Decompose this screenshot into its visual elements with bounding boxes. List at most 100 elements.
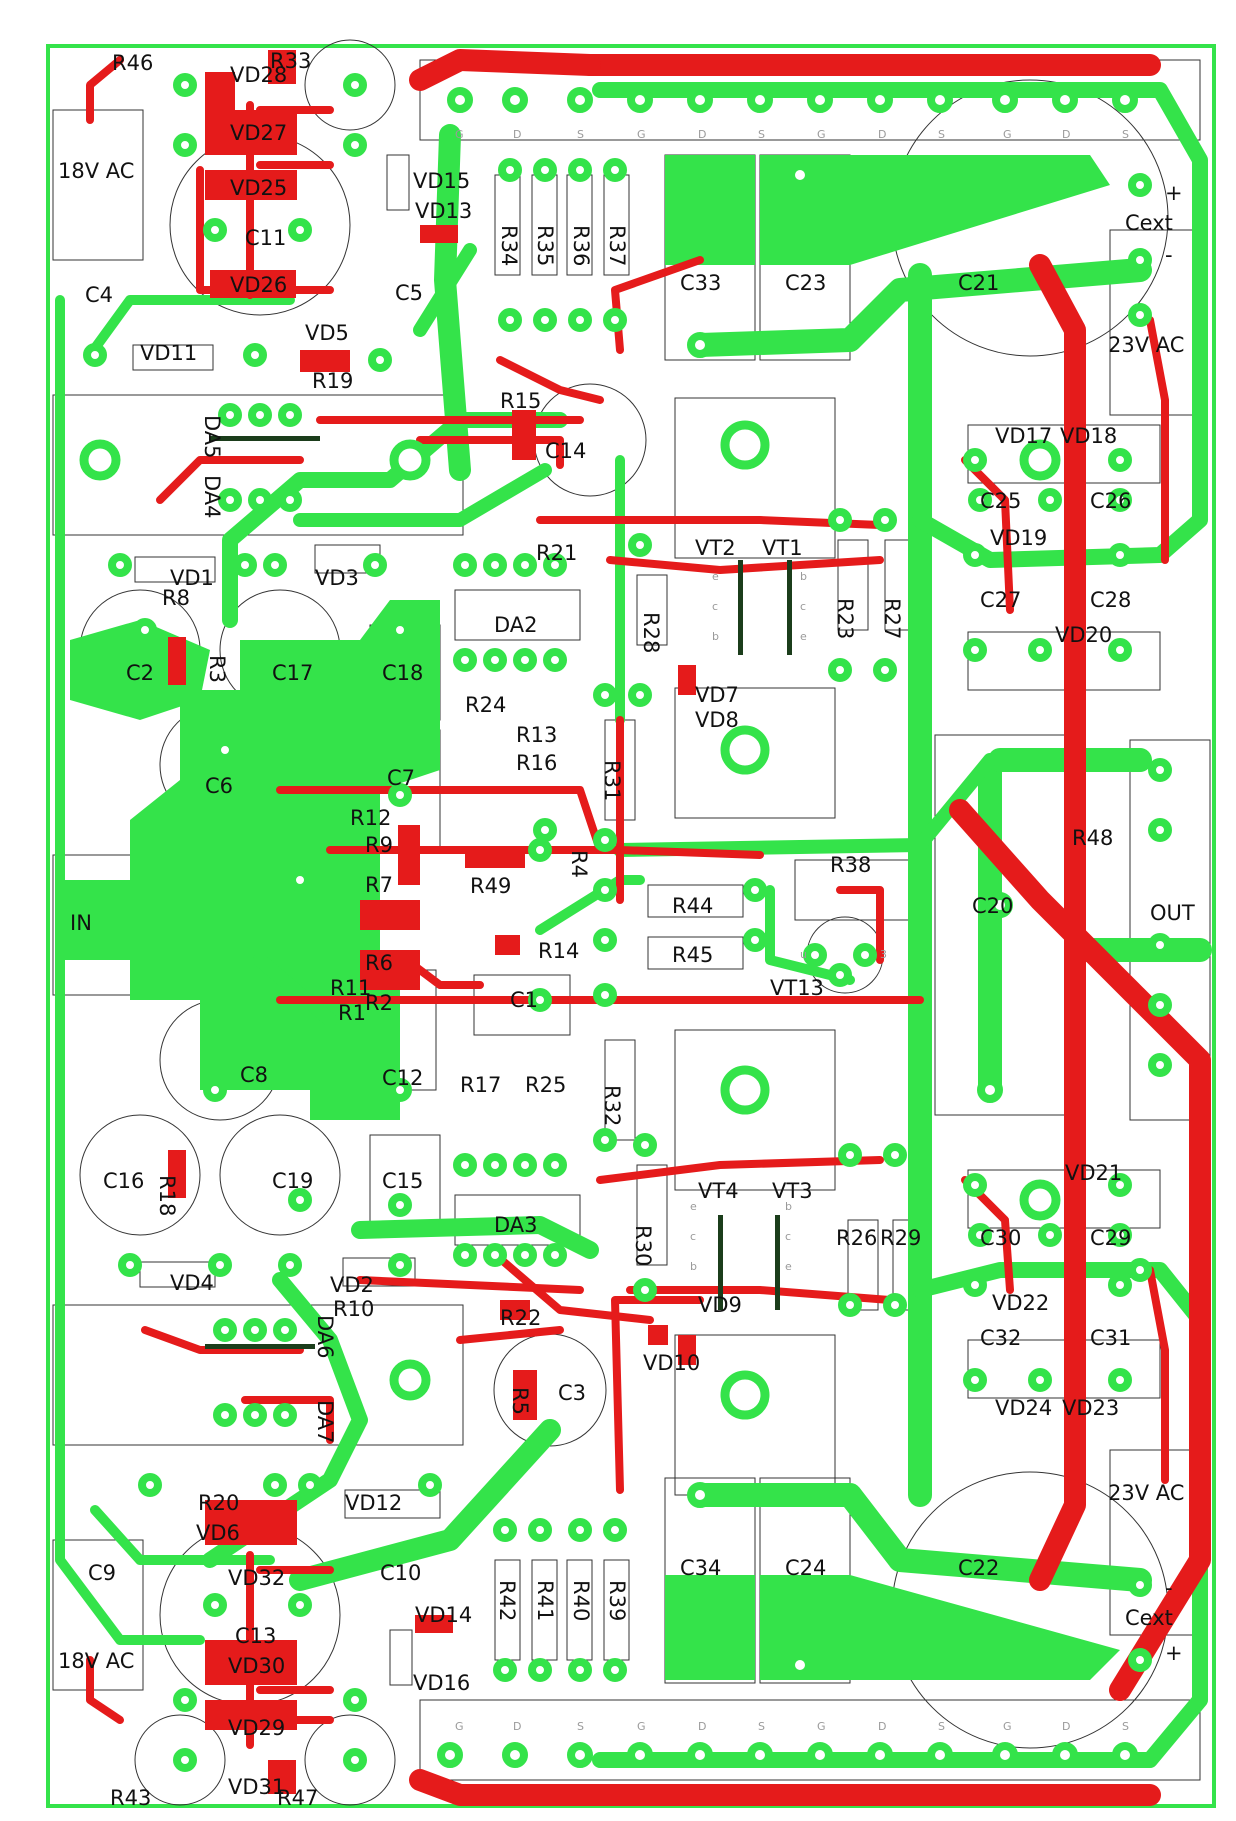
- vt3-pin-b: b: [785, 1200, 792, 1213]
- refdes-c5: C5: [395, 281, 423, 305]
- refdes-c17: C17: [272, 661, 313, 685]
- in-connector-label: IN: [70, 911, 92, 935]
- pin-d: D: [878, 1720, 886, 1733]
- refdes-c20: C20: [972, 894, 1013, 918]
- pin-s: S: [1122, 1720, 1129, 1733]
- pin-d: D: [698, 1720, 706, 1733]
- mount-hole: [720, 1370, 770, 1420]
- pin-s: S: [938, 128, 945, 141]
- refdes-r16: R16: [516, 751, 557, 775]
- refdes-r7: R7: [365, 873, 393, 897]
- refdes-c3: C3: [558, 1381, 586, 1405]
- refdes-r10: R10: [333, 1297, 374, 1321]
- refdes-r43: R43: [110, 1786, 151, 1810]
- refdes-r29: R29: [880, 1226, 921, 1250]
- refdes-c14: C14: [545, 439, 586, 463]
- refdes-vd2: VD2: [330, 1273, 374, 1297]
- refdes-vd3: VD3: [315, 566, 359, 590]
- cext-top-plus: +: [1165, 181, 1183, 205]
- refdes-r49: R49: [470, 874, 511, 898]
- refdes-r40: R40: [569, 1580, 593, 1621]
- refdes-da7: DA7: [313, 1400, 337, 1444]
- refdes-c24: C24: [785, 1556, 826, 1580]
- refdes-r5: R5: [508, 1387, 532, 1415]
- vt3-pin-c: c: [785, 1230, 791, 1243]
- refdes-r41: R41: [533, 1580, 557, 1621]
- refdes-r42: R42: [495, 1580, 519, 1621]
- refdes-c1: C1: [510, 988, 538, 1012]
- mount-hole: [389, 439, 431, 481]
- vt1-pin-b: b: [800, 570, 807, 583]
- pin-d: D: [698, 128, 706, 141]
- refdes-c12: C12: [382, 1066, 423, 1090]
- refdes-r26: R26: [836, 1226, 877, 1250]
- ac23-bottom-label: 23V AC: [1108, 1481, 1184, 1505]
- refdes-r14: R14: [538, 939, 579, 963]
- refdes-c27: C27: [980, 588, 1021, 612]
- refdes-r34: R34: [497, 225, 521, 266]
- refdes-vt2: VT2: [695, 536, 736, 560]
- refdes-r38: R38: [830, 853, 871, 877]
- refdes-c29: C29: [1090, 1226, 1131, 1250]
- refdes-c9: C9: [88, 1561, 116, 1585]
- pin-s: S: [577, 1720, 584, 1733]
- mount-hole: [720, 420, 770, 470]
- refdes-vd6: VD6: [196, 1521, 240, 1545]
- refdes-c28: C28: [1090, 588, 1131, 612]
- driver-pins: e c b b c e e c b b c e u 3: [690, 570, 887, 1273]
- refdes-c16: C16: [103, 1169, 144, 1193]
- refdes-r1: R1: [338, 1001, 366, 1025]
- refdes-c6: C6: [205, 774, 233, 798]
- refdes-r12: R12: [350, 806, 391, 830]
- refdes-c8: C8: [240, 1063, 268, 1087]
- pin-s: S: [938, 1720, 945, 1733]
- refdes-vd10: VD10: [643, 1351, 700, 1375]
- refdes-vd13: VD13: [415, 199, 472, 223]
- refdes-vd4: VD4: [170, 1271, 214, 1295]
- refdes-c10: C10: [380, 1561, 421, 1585]
- refdes-vd21: VD21: [1065, 1161, 1122, 1185]
- pin-g: G: [817, 128, 826, 141]
- refdes-r35: R35: [533, 225, 557, 266]
- refdes-vd12: VD12: [345, 1491, 402, 1515]
- refdes-vt3: VT3: [772, 1179, 813, 1203]
- refdes-r46: R46: [112, 51, 153, 75]
- pin-d: D: [513, 128, 521, 141]
- refdes-da6: DA6: [313, 1315, 337, 1359]
- mount-hole: [720, 1065, 770, 1115]
- refdes-r18: R18: [155, 1175, 179, 1216]
- pin-d: D: [878, 128, 886, 141]
- refdes-r22: R22: [500, 1306, 541, 1330]
- refdes-c13: C13: [235, 1624, 276, 1648]
- mount-hole: [1019, 1179, 1061, 1221]
- refdes-da5: DA5: [200, 415, 224, 459]
- refdes-c21: C21: [958, 271, 999, 295]
- refdes-r37: R37: [605, 225, 629, 266]
- refdes-r27: R27: [880, 598, 904, 639]
- connector-labels: IN OUT 18V AC 18V AC 23V AC 23V AC Cext …: [58, 159, 1195, 1673]
- pin-g: G: [455, 1720, 464, 1733]
- refdes-vd25: VD25: [230, 176, 287, 200]
- ac18-bottom-label: 18V AC: [58, 1649, 134, 1673]
- refdes-vt13: VT13: [770, 976, 824, 1000]
- refdes-r47: R47: [277, 1786, 318, 1810]
- vt4-pin-c: c: [690, 1230, 696, 1243]
- refdes-c15: C15: [382, 1169, 423, 1193]
- refdes-r9: R9: [365, 833, 393, 857]
- refdes-r20: R20: [198, 1491, 239, 1515]
- refdes-c4: C4: [85, 283, 113, 307]
- pin-g: G: [1003, 128, 1012, 141]
- refdes-vd28: VD28: [230, 63, 287, 87]
- vt2-pin-b: b: [712, 630, 719, 643]
- refdes-r39: R39: [605, 1580, 629, 1621]
- pin-d: D: [513, 1720, 521, 1733]
- mount-hole: [79, 439, 121, 481]
- refdes-vd20: VD20: [1055, 623, 1112, 647]
- mount-hole: [720, 725, 770, 775]
- refdes-vd15: VD15: [413, 169, 470, 193]
- refdes-vd11: VD11: [140, 341, 197, 365]
- vt13-pin-u: u: [800, 948, 807, 961]
- refdes-vd30: VD30: [228, 1654, 285, 1678]
- refdes-vd27: VD27: [230, 121, 287, 145]
